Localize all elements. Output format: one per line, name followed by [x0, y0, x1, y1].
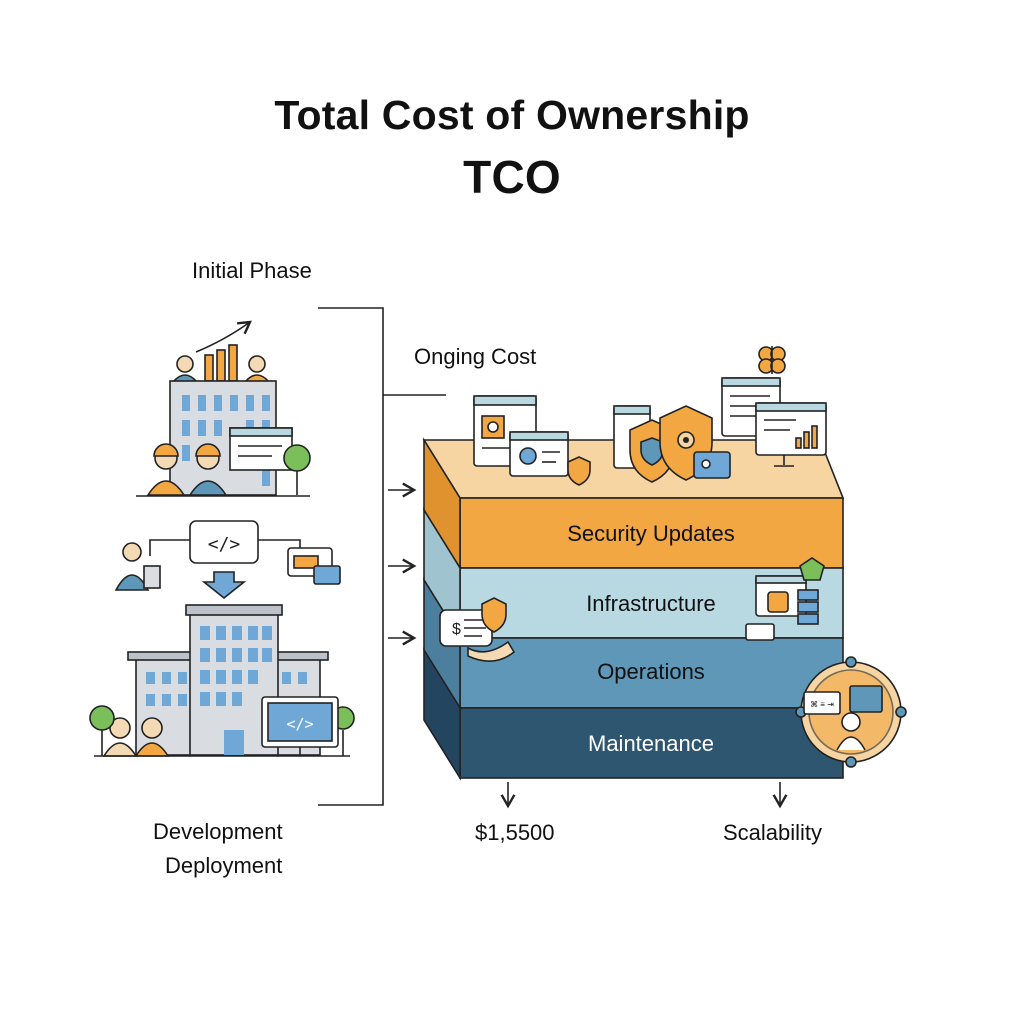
- shield-icon: [567, 456, 591, 486]
- bracket-arrows: [388, 482, 788, 809]
- monitor-code-icon: </>: [261, 696, 339, 755]
- server-icon: [745, 557, 825, 641]
- deployment-label: Deployment: [165, 853, 283, 878]
- scalability-label: Scalability: [723, 820, 823, 845]
- svg-text:$: $: [452, 621, 461, 638]
- bar-chart-monitor-icon: [755, 402, 827, 467]
- gear-icon: [677, 431, 695, 449]
- dollar-document-icon: $: [439, 597, 516, 662]
- layer-label-infrastructure: Infrastructure: [586, 591, 716, 616]
- layer-security-updates: [459, 497, 844, 569]
- cost-value: $1,5500: [475, 820, 555, 845]
- user-circle-icon: ⌘ ≡ ⇥: [795, 656, 907, 768]
- diagram-title: Total Cost of Ownership: [274, 92, 750, 138]
- browser-window-icon: [473, 395, 569, 477]
- growth-chart-icon: [204, 344, 238, 382]
- stack-top-icons: [473, 346, 827, 486]
- layer-label-operations: Operations: [597, 659, 705, 684]
- svg-text:⌘ ≡ ⇥: ⌘ ≡ ⇥: [810, 700, 834, 709]
- layer-maintenance: [459, 707, 844, 779]
- layer-operations: [459, 637, 844, 709]
- ongoing-cost-label: Onging Cost: [414, 344, 537, 369]
- svg-text:</>: </>: [286, 715, 313, 733]
- layer-label-maintenance: Maintenance: [588, 731, 714, 756]
- brain-icon: [758, 346, 786, 374]
- side-maintenance: [423, 647, 461, 781]
- office-building-icon: </>: [89, 604, 355, 757]
- buildings-with-workers-icon: [136, 320, 311, 497]
- development-label: Development: [153, 819, 283, 844]
- phase-bracket: [318, 307, 446, 806]
- initial-phase-label: Initial Phase: [192, 258, 312, 283]
- diagram-subtitle: TCO: [463, 151, 561, 203]
- svg-text:</>: </>: [208, 534, 241, 555]
- layer-label-security-updates: Security Updates: [567, 521, 735, 546]
- code-window-icon: </>: [114, 520, 341, 600]
